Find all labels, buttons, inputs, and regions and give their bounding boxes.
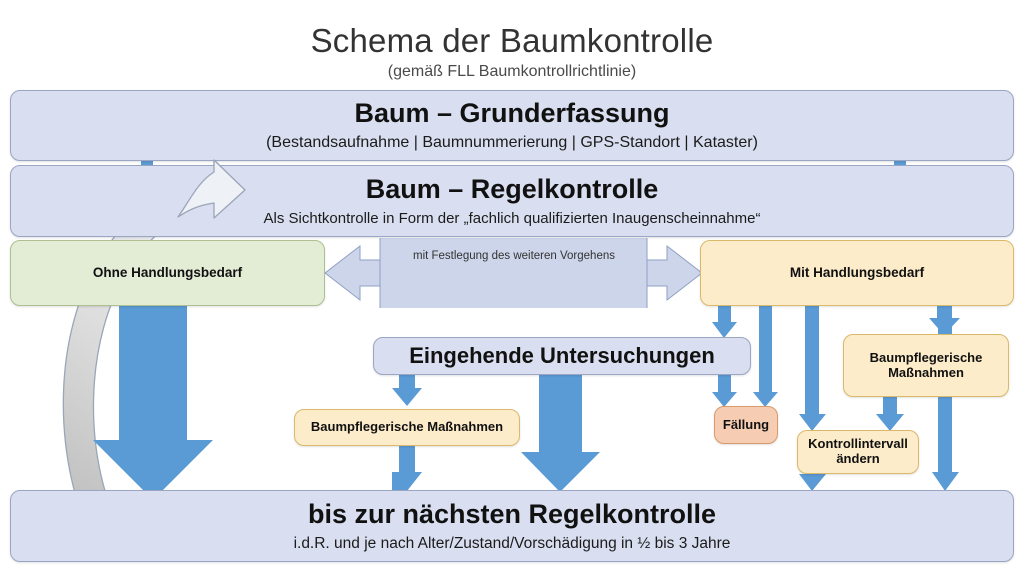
node-baum-grunderfassung[interactable]: Baum – Grunderfassung (Bestandsaufnahme … [10, 90, 1014, 161]
node-title: Baum – Grunderfassung [354, 98, 670, 129]
arrow-mit-to-eingehende [712, 302, 737, 338]
node-baumpflegerische-massnahmen-links[interactable]: Baumpflegerische Maßnahmen [294, 409, 520, 446]
arrow-mit-to-faellung [753, 302, 778, 407]
node-mit-handlungsbedarf[interactable]: Mit Handlungsbedarf [700, 240, 1014, 306]
node-title: Baum – Regelkontrolle [365, 173, 659, 204]
arrow-eingehende-to-faellung [712, 375, 737, 407]
node-baumpflegerische-massnahmen-rechts[interactable]: Baumpflegerische Maßnahmen [843, 334, 1009, 397]
node-ohne-handlungsbedarf[interactable]: Ohne Handlungsbedarf [10, 240, 325, 306]
node-bis-zur-naechsten-regelkontrolle[interactable]: bis zur nächsten Regelkontrolle i.d.R. u… [10, 490, 1014, 562]
node-eingehende-untersuchungen[interactable]: Eingehende Untersuchungen [373, 337, 751, 375]
page-subtitle: (gemäß FLL Baumkontrollrichtlinie) [387, 63, 637, 80]
node-subtitle: Als Sichtkontrolle in Form der „fachlich… [263, 210, 761, 228]
node-label: Eingehende Untersuchungen [409, 343, 715, 369]
node-subtitle: i.d.R. und je nach Alter/Zustand/Vorschä… [293, 534, 731, 552]
node-kontrollintervall-aendern[interactable]: Kontrollintervall ändern [797, 430, 919, 474]
node-baum-regelkontrolle[interactable]: Baum – Regelkontrolle Als Sichtkontrolle… [10, 165, 1014, 237]
arrow-eingehende-to-naechste [521, 370, 600, 492]
node-label: Baumpflegerische Maßnahmen [310, 419, 504, 435]
connector-label: mit Festlegung des weiteren Vorgehens [412, 250, 615, 262]
node-label: Fällung [722, 416, 770, 432]
node-label: Ohne Handlungsbedarf [92, 265, 243, 281]
arrow-mit-to-kontrollintervall [799, 302, 826, 431]
node-label: Mit Handlungsbedarf [789, 265, 925, 281]
node-label: Baumpflegerische Maßnahmen [869, 349, 983, 380]
arrow-kontrollintervall-to-naechste [799, 470, 826, 491]
page-title: Schema der Baumkontrolle [310, 22, 714, 59]
arrow-eingehende-to-bpm-left [392, 368, 422, 406]
node-faellung[interactable]: Fällung [714, 406, 778, 444]
bidirectional-connector [325, 238, 702, 308]
node-subtitle: (Bestandsaufnahme | Baumnummerierung | G… [266, 134, 758, 152]
arrow-ohne-to-naechste [93, 303, 213, 500]
node-label: Kontrollintervall ändern [808, 436, 908, 466]
arrow-bpm-left-to-naechste [392, 442, 422, 491]
node-title: bis zur nächsten Regelkontrolle [307, 498, 717, 529]
arrow-bpm-right-to-kontrollintervall [876, 392, 904, 431]
